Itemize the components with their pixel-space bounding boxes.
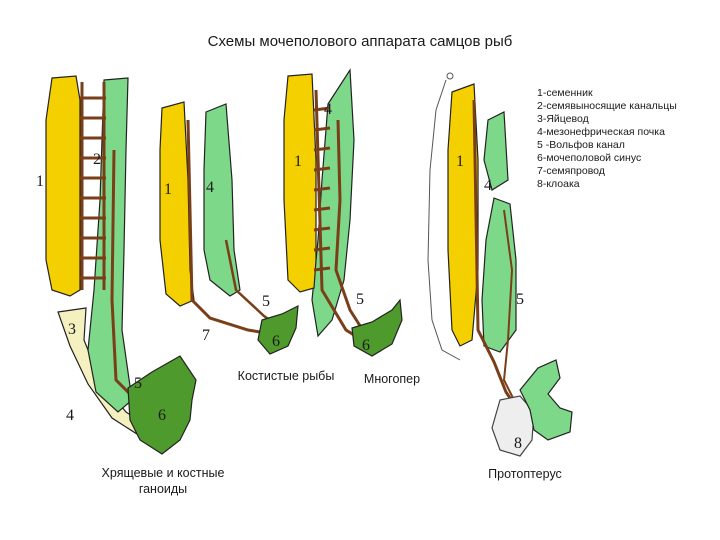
legend-item: 5 -Вольфов канал: [537, 139, 625, 151]
label-4-ganoids: 4: [66, 407, 74, 424]
sinus-polypterus: [351, 298, 403, 357]
bladder-protopterus: [519, 359, 573, 441]
label-4-teleosts: 4: [206, 179, 214, 196]
kidney-upper-protopterus: [483, 111, 509, 191]
efferent-ductules-ganoids: [80, 82, 106, 290]
label-3-ganoids: 3: [68, 321, 76, 338]
legend-item: 1-семенник: [537, 87, 593, 99]
wolffian-duct-ganoids: [110, 149, 140, 404]
label-2-ganoids: 2: [93, 151, 101, 168]
label-1-teleosts: 1: [164, 181, 172, 198]
sinus-teleosts: [257, 304, 299, 355]
legend-item: 3-Яйцевод: [537, 113, 589, 125]
schema-ganoids: 1 2 3 4 5 6: [36, 75, 197, 455]
thread-end-protopterus: [446, 72, 454, 80]
legend-item: 2-семявыносящие канальцы: [537, 100, 677, 112]
cloaca-protopterus: [491, 395, 535, 457]
diagram-title: Схемы мочеполового аппарата самцов рыб: [207, 33, 513, 50]
label-6-ganoids: 6: [158, 407, 166, 424]
label-7-teleosts: 7: [202, 327, 210, 344]
vas-deferens-protopterus: [472, 99, 516, 405]
label-5-protopterus: 5: [516, 291, 524, 308]
kidney-ganoids: [87, 77, 133, 413]
testis-teleosts: [159, 101, 195, 307]
caption-protopterus: Протоптерус: [488, 467, 562, 481]
legend-item: 8-клоака: [537, 178, 580, 190]
label-1-polypterus: 1: [294, 153, 302, 170]
anterior-thread-protopterus: [427, 79, 461, 361]
vas-deferens-teleosts: [186, 119, 273, 336]
label-6-teleosts: 6: [272, 333, 280, 350]
label-5-teleosts: 5: [262, 293, 270, 310]
label-1-ganoids: 1: [36, 173, 44, 190]
label-5-ganoids: 5: [134, 375, 142, 392]
legend-item: 6-мочеполовой синус: [537, 152, 642, 164]
legend: 1-семенник 2-семявыносящие канальцы 3-Яй…: [537, 87, 677, 191]
schema-teleosts: 1 4 5 6 7: [159, 101, 299, 355]
legend-item: 4-мезонефрическая почка: [537, 126, 665, 138]
testis-polypterus: [283, 73, 317, 293]
legend-item: 7-семяпровод: [537, 165, 605, 177]
label-4-protopterus: 4: [484, 177, 492, 194]
wolffian-duct-protopterus: [502, 209, 515, 401]
schema-protopterus: 1 4 5 8: [427, 72, 573, 457]
testis-protopterus: [447, 83, 479, 347]
testis-ganoids: [45, 75, 81, 297]
label-5-polypterus: 5: [356, 291, 364, 308]
caption-polypterus: Многопер: [363, 372, 421, 386]
label-1-protopterus: 1: [456, 153, 464, 170]
label-4-polypterus: 4: [324, 101, 332, 118]
label-6-polypterus: 6: [362, 337, 370, 354]
label-8-protopterus: 8: [514, 435, 522, 452]
schema-polypterus: 1 4 5 6: [283, 68, 403, 357]
caption-teleosts: Костистые рыбы: [237, 369, 335, 383]
caption-ganoids: Хрящевые и костные ганоиды: [101, 466, 225, 496]
kidney-teleosts: [203, 103, 241, 297]
sinus-ganoids: [127, 355, 197, 455]
